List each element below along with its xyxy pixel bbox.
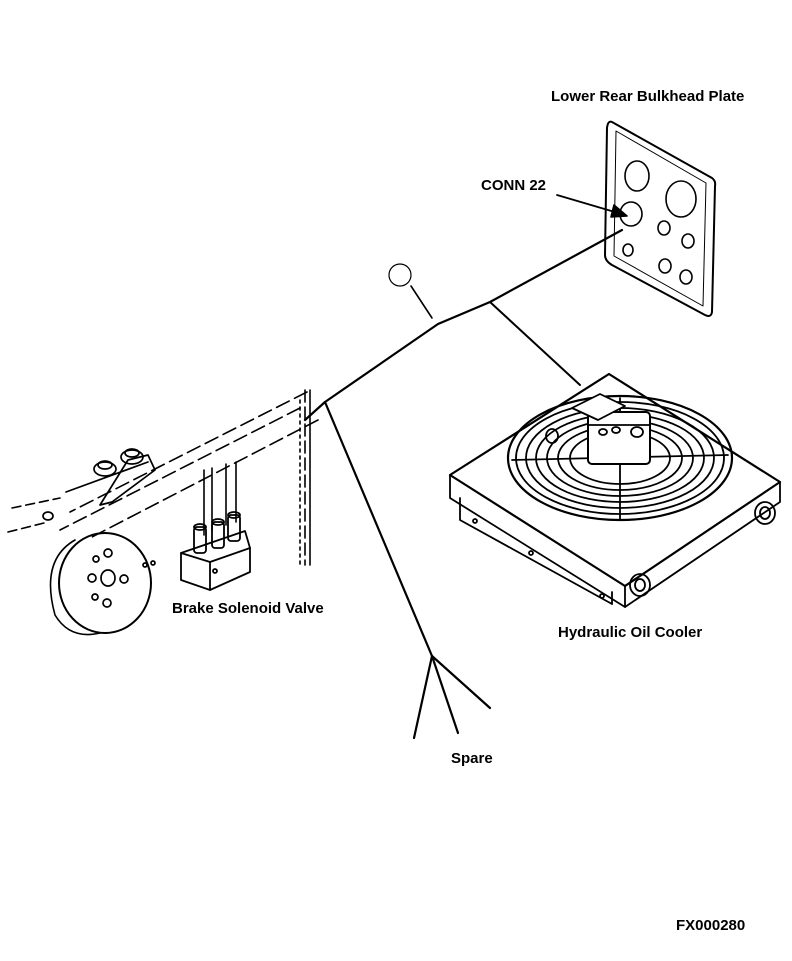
label-oil-cooler: Hydraulic Oil Cooler: [558, 624, 703, 641]
bulkhead-plate: [605, 122, 715, 316]
label-bulkhead-plate: Lower Rear Bulkhead Plate: [551, 88, 745, 105]
figure-id: FX000280: [676, 917, 746, 934]
label-spare: Spare: [451, 750, 493, 767]
hydraulic-oil-cooler: [450, 374, 780, 607]
conn22-leader: [557, 195, 627, 217]
brake-solenoid-valve: [181, 512, 250, 590]
label-connector: CONN 22: [481, 177, 547, 194]
wire-harness: [305, 230, 622, 738]
frame-rails: [8, 390, 318, 565]
callout-circle: [389, 264, 411, 286]
label-brake-valve: Brake Solenoid Valve: [172, 600, 324, 617]
wheel-hub: [43, 449, 155, 635]
